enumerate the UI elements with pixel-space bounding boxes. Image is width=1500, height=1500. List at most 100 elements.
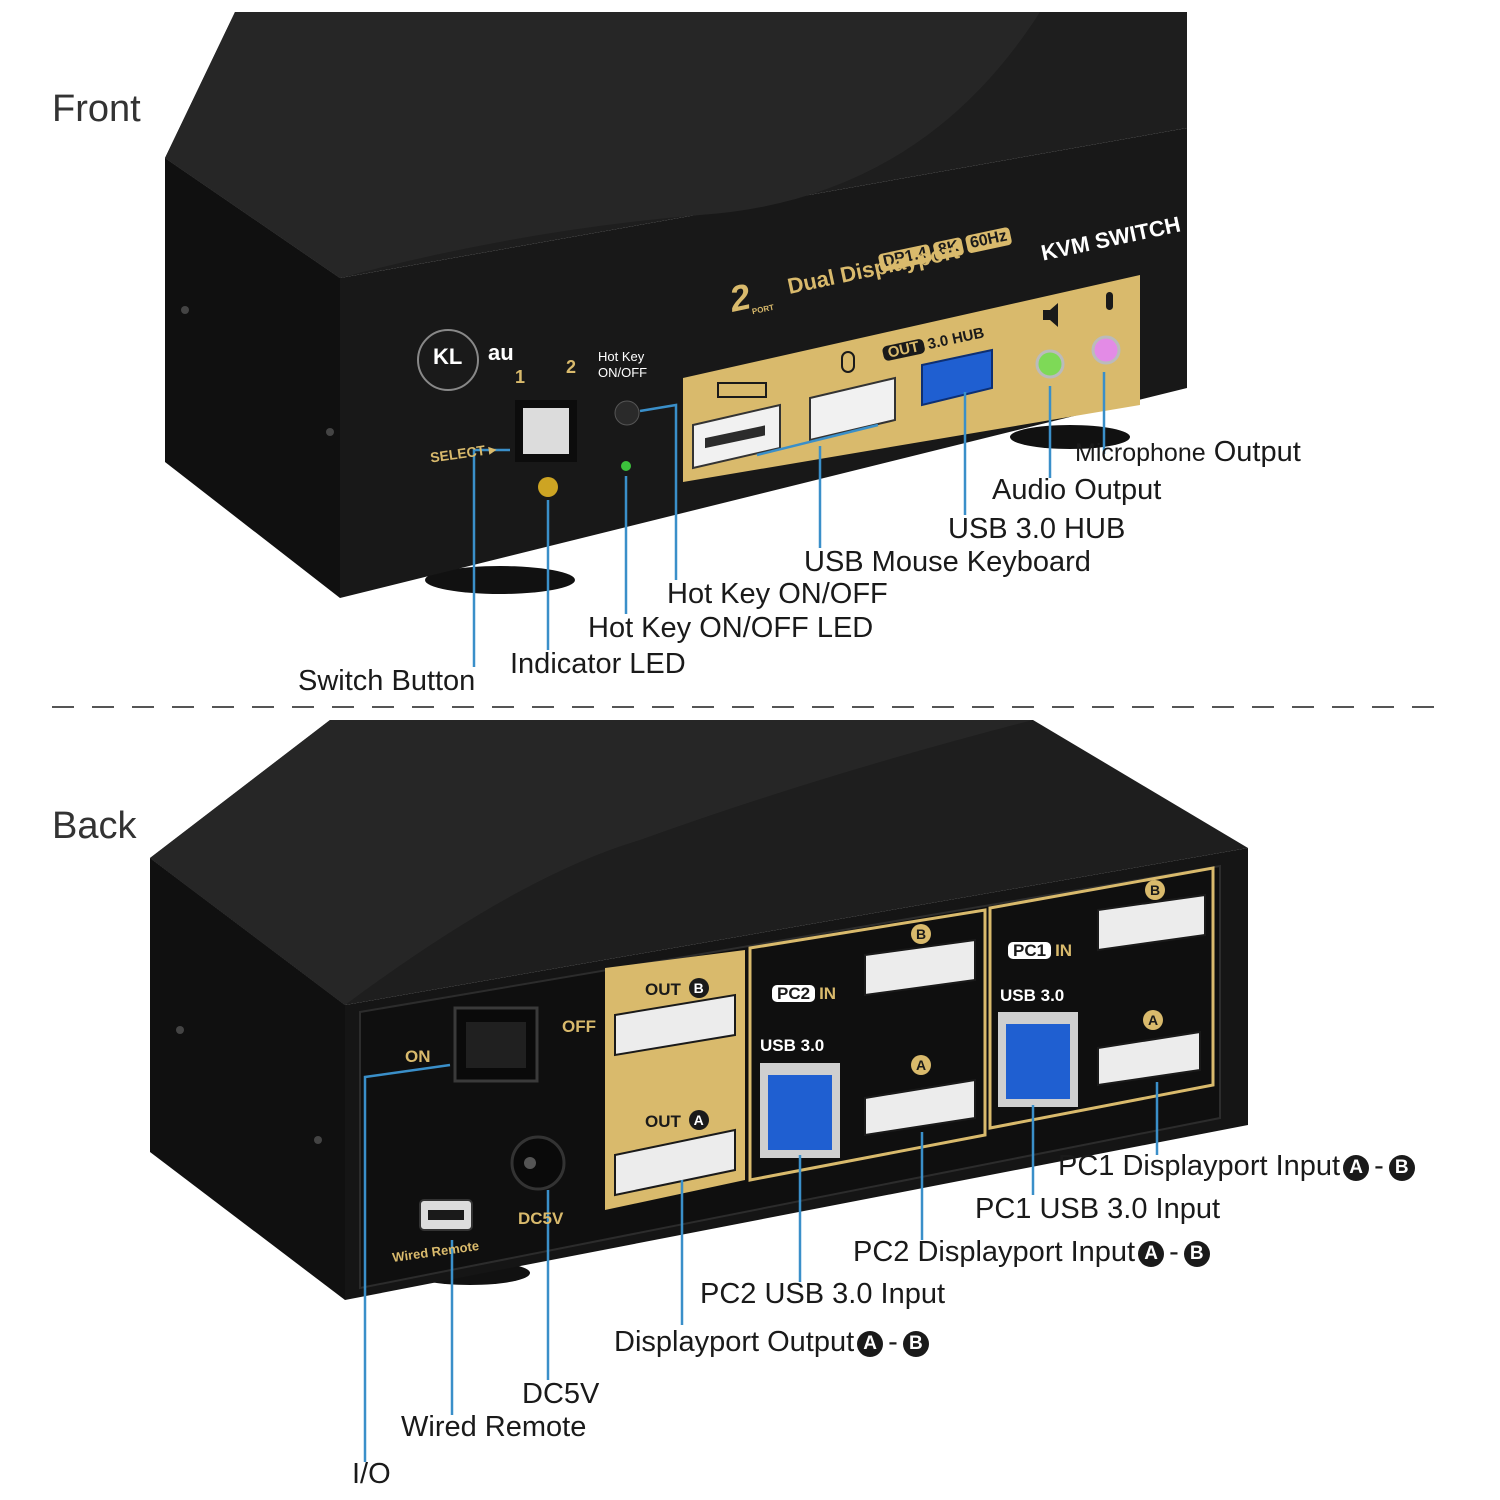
pc2-usb-device-label: USB 3.0 <box>760 1036 825 1055</box>
pc1-usb-port-icon <box>1006 1024 1070 1099</box>
pc1-b-device-circle: B <box>1145 880 1165 900</box>
speaker-icon <box>1043 303 1058 327</box>
front-foot-left <box>425 566 575 594</box>
out-b-text: OUT <box>645 980 681 999</box>
front-leader-lines <box>472 372 1106 667</box>
pc1-port-group <box>988 866 1215 1130</box>
usb-keyboard-port-icon <box>692 403 781 470</box>
brand-logo-icon <box>417 329 479 391</box>
pc1-badge: PC1 <box>1008 942 1052 959</box>
pc1-usb-device-label: USB 3.0 <box>1000 986 1065 1005</box>
pc2-b-device-circle: B <box>911 924 931 944</box>
back-lid <box>150 720 1033 1005</box>
microphone-icon <box>1106 292 1113 310</box>
callout-pc1-dp-a-circle: A <box>1343 1155 1370 1181</box>
hotkey-device-label-2: ON/OFF <box>598 365 648 380</box>
on-label: ON <box>405 1047 431 1066</box>
callout-switch-button: Switch Button <box>298 665 476 697</box>
callout-pc2-dp-sep: - <box>1169 1236 1179 1268</box>
back-section-title: Back <box>52 805 137 847</box>
pc1-dp-b-port-icon <box>1097 893 1206 952</box>
pc2-a-device-circle: A <box>911 1055 931 1075</box>
wired-remote-port-slot <box>428 1210 464 1220</box>
callout-pc1-dp-sep: - <box>1374 1150 1384 1182</box>
callout-pc1-dp-b-circle: B <box>1388 1155 1415 1181</box>
pc2-in-text: IN <box>819 984 837 1003</box>
out-a-device-label: OUT A <box>645 1110 712 1130</box>
front-device <box>165 12 1187 598</box>
hotkey-device-label-1: Hot Key <box>598 349 645 364</box>
mic-jack-icon <box>1091 335 1121 365</box>
pc2-dp-b-port-icon <box>864 938 976 997</box>
indicator-led-icon <box>538 477 558 497</box>
hotkey-led-icon <box>621 461 631 471</box>
callout-usb-mouse-keyboard: USB Mouse Keyboard <box>804 546 1091 578</box>
pc2-usb-port-icon <box>768 1075 832 1150</box>
callout-audio-output: Audio Output <box>992 474 1162 506</box>
back-left-side <box>150 858 345 1300</box>
front-left-side <box>165 158 340 598</box>
pc1-in-text: IN <box>1055 941 1073 960</box>
callout-hotkey: Hot Key ON/OFF <box>667 578 888 610</box>
pc1-dp-a-port-icon <box>1097 1030 1201 1087</box>
back-screw <box>176 1026 184 1034</box>
port-1-label: 1 <box>515 367 526 387</box>
dc5v-device-label: DC5V <box>518 1209 564 1228</box>
callout-microphone-suffix: Output <box>1213 436 1301 468</box>
logo-kl-text: KL <box>433 344 463 369</box>
callout-dc5v: DC5V <box>522 1378 600 1410</box>
pc2-port-group <box>748 908 987 1182</box>
callout-microphone-output: Microphone Output <box>1075 438 1301 467</box>
front-section-title: Front <box>52 88 141 130</box>
leader-io <box>363 1063 451 1462</box>
out-b-circle: B <box>688 978 709 998</box>
pc2-badge: PC2 <box>772 985 816 1002</box>
dc-jack-icon <box>510 1135 566 1191</box>
callout-pc2-usb-input: PC2 USB 3.0 Input <box>700 1278 946 1310</box>
logo-au-text: au <box>488 340 514 365</box>
dp-out-a-port-icon <box>614 1128 736 1197</box>
dp-out-b-port-icon <box>614 993 736 1057</box>
callout-dp-output-a-circle: A <box>857 1331 884 1357</box>
callout-io: I/O <box>352 1458 391 1490</box>
out-b-device-label: OUT B <box>645 978 712 998</box>
callout-dp-output-sep: - <box>888 1326 898 1358</box>
callout-hotkey-led: Hot Key ON/OFF LED <box>588 612 874 644</box>
front-lid <box>165 12 1040 278</box>
mouse-icon <box>841 351 855 373</box>
hotkey-button-icon <box>614 400 640 426</box>
out-a-circle: A <box>688 1110 709 1130</box>
callout-dp-output-text: Displayport Output <box>614 1326 855 1358</box>
front-screw <box>326 428 334 436</box>
back-screw <box>314 1136 322 1144</box>
leader-usb-mouse-keyboard <box>756 423 879 548</box>
callout-pc2-dp-text: PC2 Displayport Input <box>853 1236 1136 1268</box>
callout-pc2-dp-a-circle: A <box>1138 1241 1165 1267</box>
callout-indicator-led: Indicator LED <box>510 648 686 680</box>
pc2-dp-a-port-icon <box>864 1078 976 1137</box>
callout-wired-remote: Wired Remote <box>401 1411 587 1443</box>
power-switch-icon <box>466 1022 526 1068</box>
callout-microphone-prefix: Microphone <box>1075 439 1206 467</box>
front-screw <box>181 306 189 314</box>
off-label: OFF <box>562 1017 596 1036</box>
front-foot-right <box>1010 425 1130 449</box>
back-leader-lines <box>363 1063 1159 1462</box>
callout-usb-hub: USB 3.0 HUB <box>948 513 1126 545</box>
port-2-label: 2 <box>566 357 577 377</box>
keyboard-icon <box>717 382 767 398</box>
callout-pc1-usb-input: PC1 USB 3.0 Input <box>975 1193 1221 1225</box>
front-gold-panel <box>683 275 1140 482</box>
pc1-a-device-circle: A <box>1143 1010 1163 1030</box>
dc-jack-pin <box>524 1157 536 1169</box>
callout-pc1-dp-text: PC1 Displayport Input <box>1058 1150 1341 1182</box>
select-button-icon <box>523 408 569 454</box>
callout-pc2-dp-b-circle: B <box>1183 1241 1210 1267</box>
